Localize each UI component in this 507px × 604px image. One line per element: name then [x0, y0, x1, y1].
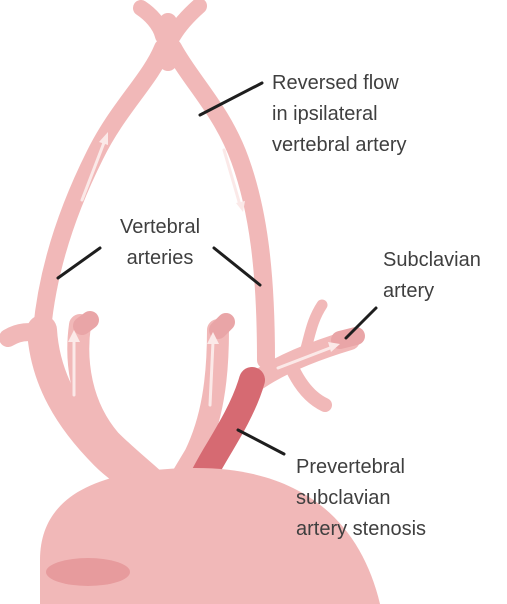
label-line: Vertebral — [119, 216, 201, 238]
label-line: Reversed flow — [272, 72, 399, 94]
subclavian-branch-lower — [285, 361, 332, 412]
left-carotid-tip — [73, 311, 99, 335]
label-subclavian-artery: Subclavian artery — [383, 245, 481, 307]
flow-arrow-left-carotid-up — [68, 330, 80, 397]
label-line: Subclavian — [383, 249, 481, 271]
aortic-arch-opening — [46, 558, 130, 586]
label-stenosis: Prevertebral subclavian artery stenosis — [296, 452, 426, 545]
left-vertebral-artery — [33, 39, 172, 339]
label-reversed-flow: Reversed flow in ipsilateral vertebral a… — [272, 68, 407, 161]
label-line: arteries — [126, 247, 194, 269]
left-common-carotid — [67, 314, 176, 501]
label-line: Prevertebral — [296, 456, 405, 478]
subclavian-branch-upper — [299, 299, 328, 358]
label-line: subclavian — [296, 487, 391, 509]
leader-stenosis — [236, 428, 286, 456]
leader-vertebral-left — [56, 246, 102, 280]
label-line: artery — [383, 280, 435, 302]
flow-arrow-right-carotid-up — [207, 332, 219, 407]
right-vertebral-artery — [164, 39, 275, 369]
right-carotid-tip — [209, 313, 235, 339]
leader-subclavian — [344, 306, 378, 340]
label-vertebral-arteries: Vertebral arteries — [103, 212, 217, 274]
flow-arrow-subclavian-out — [276, 342, 340, 370]
aortic-arch — [40, 467, 380, 604]
leader-reversed-flow — [198, 81, 264, 117]
flow-arrow-right-vertebral-down — [222, 148, 245, 212]
label-line: artery stenosis — [296, 518, 427, 540]
leader-lines — [56, 81, 378, 456]
label-line: in ipsilateral — [272, 103, 378, 125]
leader-vertebral-right — [212, 246, 262, 287]
flow-arrows — [68, 132, 340, 407]
label-line: vertebral artery — [272, 134, 407, 156]
flow-arrow-left-vertebral-up — [80, 132, 108, 202]
